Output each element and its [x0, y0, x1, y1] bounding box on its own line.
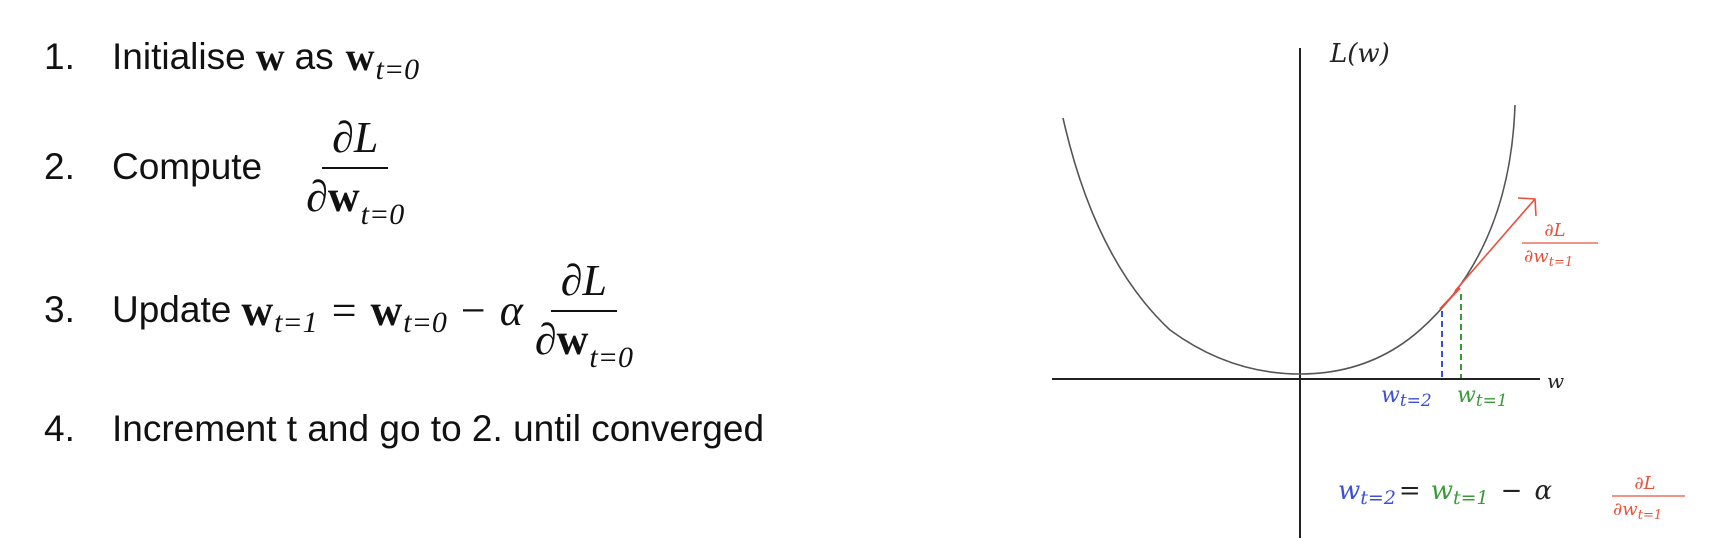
- learning-rate-alpha: α: [499, 285, 523, 335]
- w-t2-label: wt=2: [1381, 383, 1432, 411]
- x-axis-label: w: [1547, 369, 1564, 393]
- weight-symbol: w: [345, 34, 375, 79]
- fraction-denominator: ∂wt=0: [534, 315, 633, 374]
- step-number: 1.: [44, 35, 75, 77]
- weight-symbol: w: [370, 285, 403, 335]
- step-text: Increment t and go to 2. until converged: [112, 408, 765, 449]
- w-t1-label: wt=1: [1457, 383, 1508, 411]
- formula-gradient-numerator: ∂L: [1634, 473, 1655, 494]
- gradient-fraction: ∂L ∂wt=0: [525, 255, 643, 374]
- fraction-numerator: ∂L: [550, 255, 617, 312]
- subscript: t=0: [375, 52, 420, 86]
- step-2: 2. Compute ∂L ∂wt=0: [44, 112, 414, 231]
- fraction-numerator: ∂L: [322, 112, 389, 169]
- update-formula: wt=2=wt=1−α: [1338, 476, 1552, 509]
- gradient-fraction: ∂L ∂wt=0: [296, 112, 414, 231]
- step-text: Initialise: [112, 35, 246, 77]
- step-text: Compute: [112, 146, 263, 187]
- gradient-label-numerator: ∂L: [1544, 220, 1565, 241]
- step-text-as: as: [294, 35, 334, 77]
- gradient-arrowhead: [1517, 197, 1537, 217]
- step-number: 4.: [44, 408, 75, 449]
- step-number: 2.: [44, 146, 75, 187]
- loss-curve: [1062, 104, 1516, 375]
- y-axis-label: L(w): [1329, 39, 1390, 69]
- weight-symbol: w: [241, 285, 274, 335]
- equals-sign: =: [331, 285, 357, 335]
- weight-symbol: w: [255, 34, 285, 79]
- gradient-arrow: [1454, 198, 1536, 292]
- step-4: 4. Increment t and go to 2. until conver…: [44, 408, 764, 450]
- subscript: t=0: [403, 306, 447, 339]
- step-number: 3.: [44, 289, 75, 330]
- gradient-label-denominator: ∂wt=1: [1524, 246, 1573, 270]
- minus-sign: −: [460, 285, 486, 335]
- step-text: Update: [112, 289, 232, 330]
- fraction-denominator: ∂wt=0: [306, 172, 405, 231]
- formula-gradient-denominator: ∂wt=1: [1613, 499, 1662, 523]
- subscript: t=1: [274, 306, 318, 339]
- tangent-segment: [1439, 287, 1461, 310]
